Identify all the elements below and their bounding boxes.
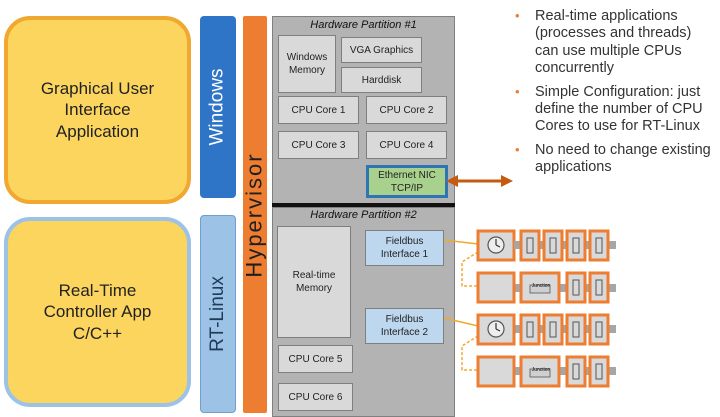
- gui-application-label: Graphical User Interface Application: [40, 79, 155, 141]
- partition-1-title: Hardware Partition #1: [310, 19, 417, 31]
- rtlinux-bar: RT-Linux: [200, 215, 236, 413]
- cpu-core-1-cell: CPU Core 1: [278, 96, 359, 124]
- cpu-core-5-cell: CPU Core 5: [278, 345, 353, 373]
- feature-bullets: • Real-time applications (processes and …: [515, 8, 715, 177]
- bullet-text-3: No need to change existing applications: [535, 141, 711, 176]
- windows-memory-cell: Windows Memory: [278, 35, 336, 93]
- bullet-text-1: Real-time applications (processes and th…: [535, 8, 692, 77]
- fieldbus-interface-1-cell: Fieldbus Interface 1: [365, 230, 444, 266]
- cpu-core-4-cell: CPU Core 4: [366, 131, 447, 159]
- clock-icon: [487, 320, 505, 338]
- bullet-icon: •: [515, 83, 520, 99]
- cpu-core-6-cell: CPU Core 6: [278, 383, 353, 411]
- partition-2-title: Hardware Partition #2: [310, 209, 417, 221]
- cpu-core-2-cell: CPU Core 2: [366, 96, 447, 124]
- bullet-item-3: • No need to change existing application…: [515, 142, 715, 177]
- vga-graphics-cell: VGA Graphics: [341, 37, 422, 63]
- hypervisor-bar: Hypervisor: [242, 16, 268, 413]
- gui-application-box: Graphical User Interface Application: [4, 16, 191, 204]
- io-module-row-1: [476, 229, 616, 262]
- clock-icon: [487, 236, 505, 254]
- bullet-icon: •: [515, 8, 520, 23]
- windows-bar: Windows: [200, 16, 236, 198]
- junction-label-1: Junction: [531, 283, 551, 289]
- fieldbus-interface-2-cell: Fieldbus Interface 2: [365, 308, 444, 344]
- rtlinux-label: RT-Linux: [207, 276, 228, 352]
- realtime-memory-cell: Real-time Memory: [277, 226, 351, 338]
- bullet-item-1: • Real-time applications (processes and …: [515, 8, 715, 78]
- rt-application-box: Real-Time Controller App C/C++: [4, 217, 191, 407]
- bullet-icon: •: [515, 141, 520, 157]
- ethernet-nic-cell: Ethernet NIC TCP/IP: [366, 165, 448, 198]
- windows-label: Windows: [207, 68, 229, 146]
- junction-label-2: Junction: [531, 367, 551, 373]
- partition-divider: [272, 203, 455, 207]
- rt-application-label: Real-Time Controller App C/C++: [43, 281, 152, 343]
- io-module-row-3: [476, 313, 616, 346]
- harddisk-cell: Harddisk: [341, 67, 422, 93]
- cpu-core-3-cell: CPU Core 3: [278, 131, 359, 159]
- bullet-text-2: Simple Configuration: just define the nu…: [535, 83, 703, 135]
- bullet-item-2: • Simple Configuration: just define the …: [515, 84, 715, 136]
- hypervisor-label: Hypervisor: [242, 151, 268, 278]
